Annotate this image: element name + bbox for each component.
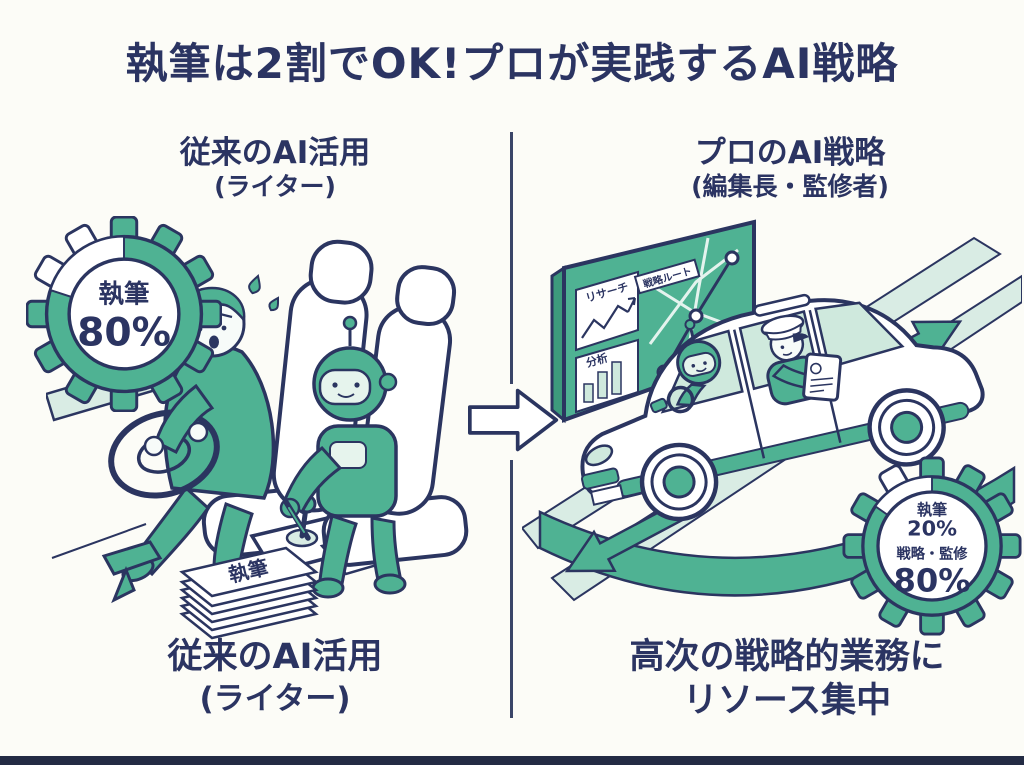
left-heading: 従来のAI活用: [179, 135, 371, 171]
robot-eye: [332, 382, 338, 388]
car-rear-window: [814, 301, 905, 369]
robot-eye: [354, 382, 360, 388]
car-illustration: [580, 293, 985, 522]
robot-smile: [337, 393, 355, 398]
route-point: [724, 250, 740, 266]
vertical-divider-top: [510, 132, 513, 384]
right-caption-line1: 高次の戦略的業務に: [629, 637, 945, 677]
left-caption-line2: (ライター): [199, 680, 351, 717]
gear-label-1: 執筆: [917, 501, 947, 519]
gear-label: 執筆: [99, 279, 150, 309]
robot-face-panel: [318, 368, 372, 406]
vertical-divider-bottom: [510, 460, 513, 718]
line-chart-panel: [575, 270, 639, 352]
gear-label-2: 戦略・監修: [896, 544, 968, 562]
person-hand: [143, 435, 165, 457]
front-bumper: [580, 467, 620, 490]
trend-arrow-icon: [627, 297, 636, 313]
gear-value: 80%: [77, 310, 171, 355]
captain-hat-visor: [792, 333, 809, 343]
tablet-chart-icon: [810, 362, 822, 375]
seat-headrest: [308, 239, 374, 305]
writer-scene-illustration: 執筆: [46, 239, 469, 640]
pro-gear-badge: 執筆 20% 戦略・監修 80%: [842, 456, 1022, 636]
bar-chart-icon: [597, 371, 608, 399]
person-arm: [154, 383, 215, 455]
captain-hat-band: [763, 322, 802, 341]
right-caption-block: 高次の戦略的業務に リソース集中: [552, 636, 1022, 724]
robot-ear: [378, 372, 398, 392]
robot-eye: [703, 361, 707, 365]
sweat-drop-icon: [248, 274, 261, 295]
headlight: [584, 444, 614, 467]
antenna-ball: [342, 315, 358, 331]
gear-value-1: 20%: [907, 517, 957, 541]
worried-mouth: [209, 335, 219, 349]
tablet-lines: [809, 377, 834, 393]
sweat-drop-icon: [268, 296, 280, 312]
right-heading: プロのAI戦略: [694, 135, 886, 171]
assistant-robot: [279, 315, 407, 599]
robot-smile: [696, 367, 707, 373]
bar-chart-icon: [611, 361, 622, 395]
pedal-stem: [111, 565, 136, 604]
left-heading-block: 従来のAI活用 (ライター): [40, 135, 510, 202]
writer-gear-badge: 執筆 80%: [26, 216, 222, 412]
robot-eye: [691, 364, 696, 368]
paper-sheet-top: [179, 546, 319, 598]
person-eye: [780, 345, 785, 350]
tablet: [802, 352, 843, 402]
side-mirror: [649, 397, 668, 414]
car-roof-detail: [753, 293, 811, 317]
person-eye: [221, 325, 227, 331]
editor-person: [760, 314, 843, 406]
license-plate: [589, 484, 625, 506]
pedal: [101, 540, 163, 576]
antenna-ball: [684, 319, 696, 331]
worried-brow: [219, 312, 233, 319]
motion-line: [51, 523, 147, 559]
gear-icon: 執筆 80%: [26, 216, 222, 412]
car-wheel: [867, 388, 946, 467]
seat-headrest: [395, 265, 457, 327]
route-point: [688, 308, 704, 324]
person-mouth: [782, 351, 793, 356]
pro-scene-illustration: リサーチ 分析 戦略ルート: [522, 219, 1022, 602]
left-subheading: (ライター): [214, 171, 336, 201]
right-heading-block: プロのAI戦略 (編集長・監修者): [555, 135, 1024, 202]
analysis-label: 分析: [584, 350, 609, 370]
right-subheading: (編集長・監修者): [691, 171, 889, 201]
dashboard-screen: リサーチ 分析 戦略ルート: [550, 219, 756, 424]
bar-chart-icon: [583, 383, 594, 403]
robot-driver: [666, 319, 722, 414]
steering-wheel-icon: [666, 385, 695, 414]
gear-icon: 執筆 20% 戦略・監修 80%: [842, 456, 1022, 636]
right-arrow-icon: [468, 388, 559, 452]
car-wheel: [639, 442, 719, 522]
right-caption-line2: リソース集中: [682, 680, 892, 721]
robot-foot: [373, 573, 407, 595]
gear-value-2: 80%: [893, 561, 970, 599]
pen-body: [288, 507, 305, 533]
bottom-edge-bar: [0, 756, 1024, 765]
route-label-box: [633, 258, 701, 295]
left-caption-line1: 従来のAI活用: [167, 637, 383, 677]
line-chart-icon: [581, 304, 629, 339]
person-hand: [187, 421, 209, 443]
page-title: 執筆は2割でOK!プロが実践するAI戦略: [125, 39, 899, 88]
left-caption-block: 従来のAI活用 (ライター): [40, 636, 510, 719]
paper-stack: 執筆: [179, 546, 319, 640]
robot-face-panel: [682, 351, 717, 378]
